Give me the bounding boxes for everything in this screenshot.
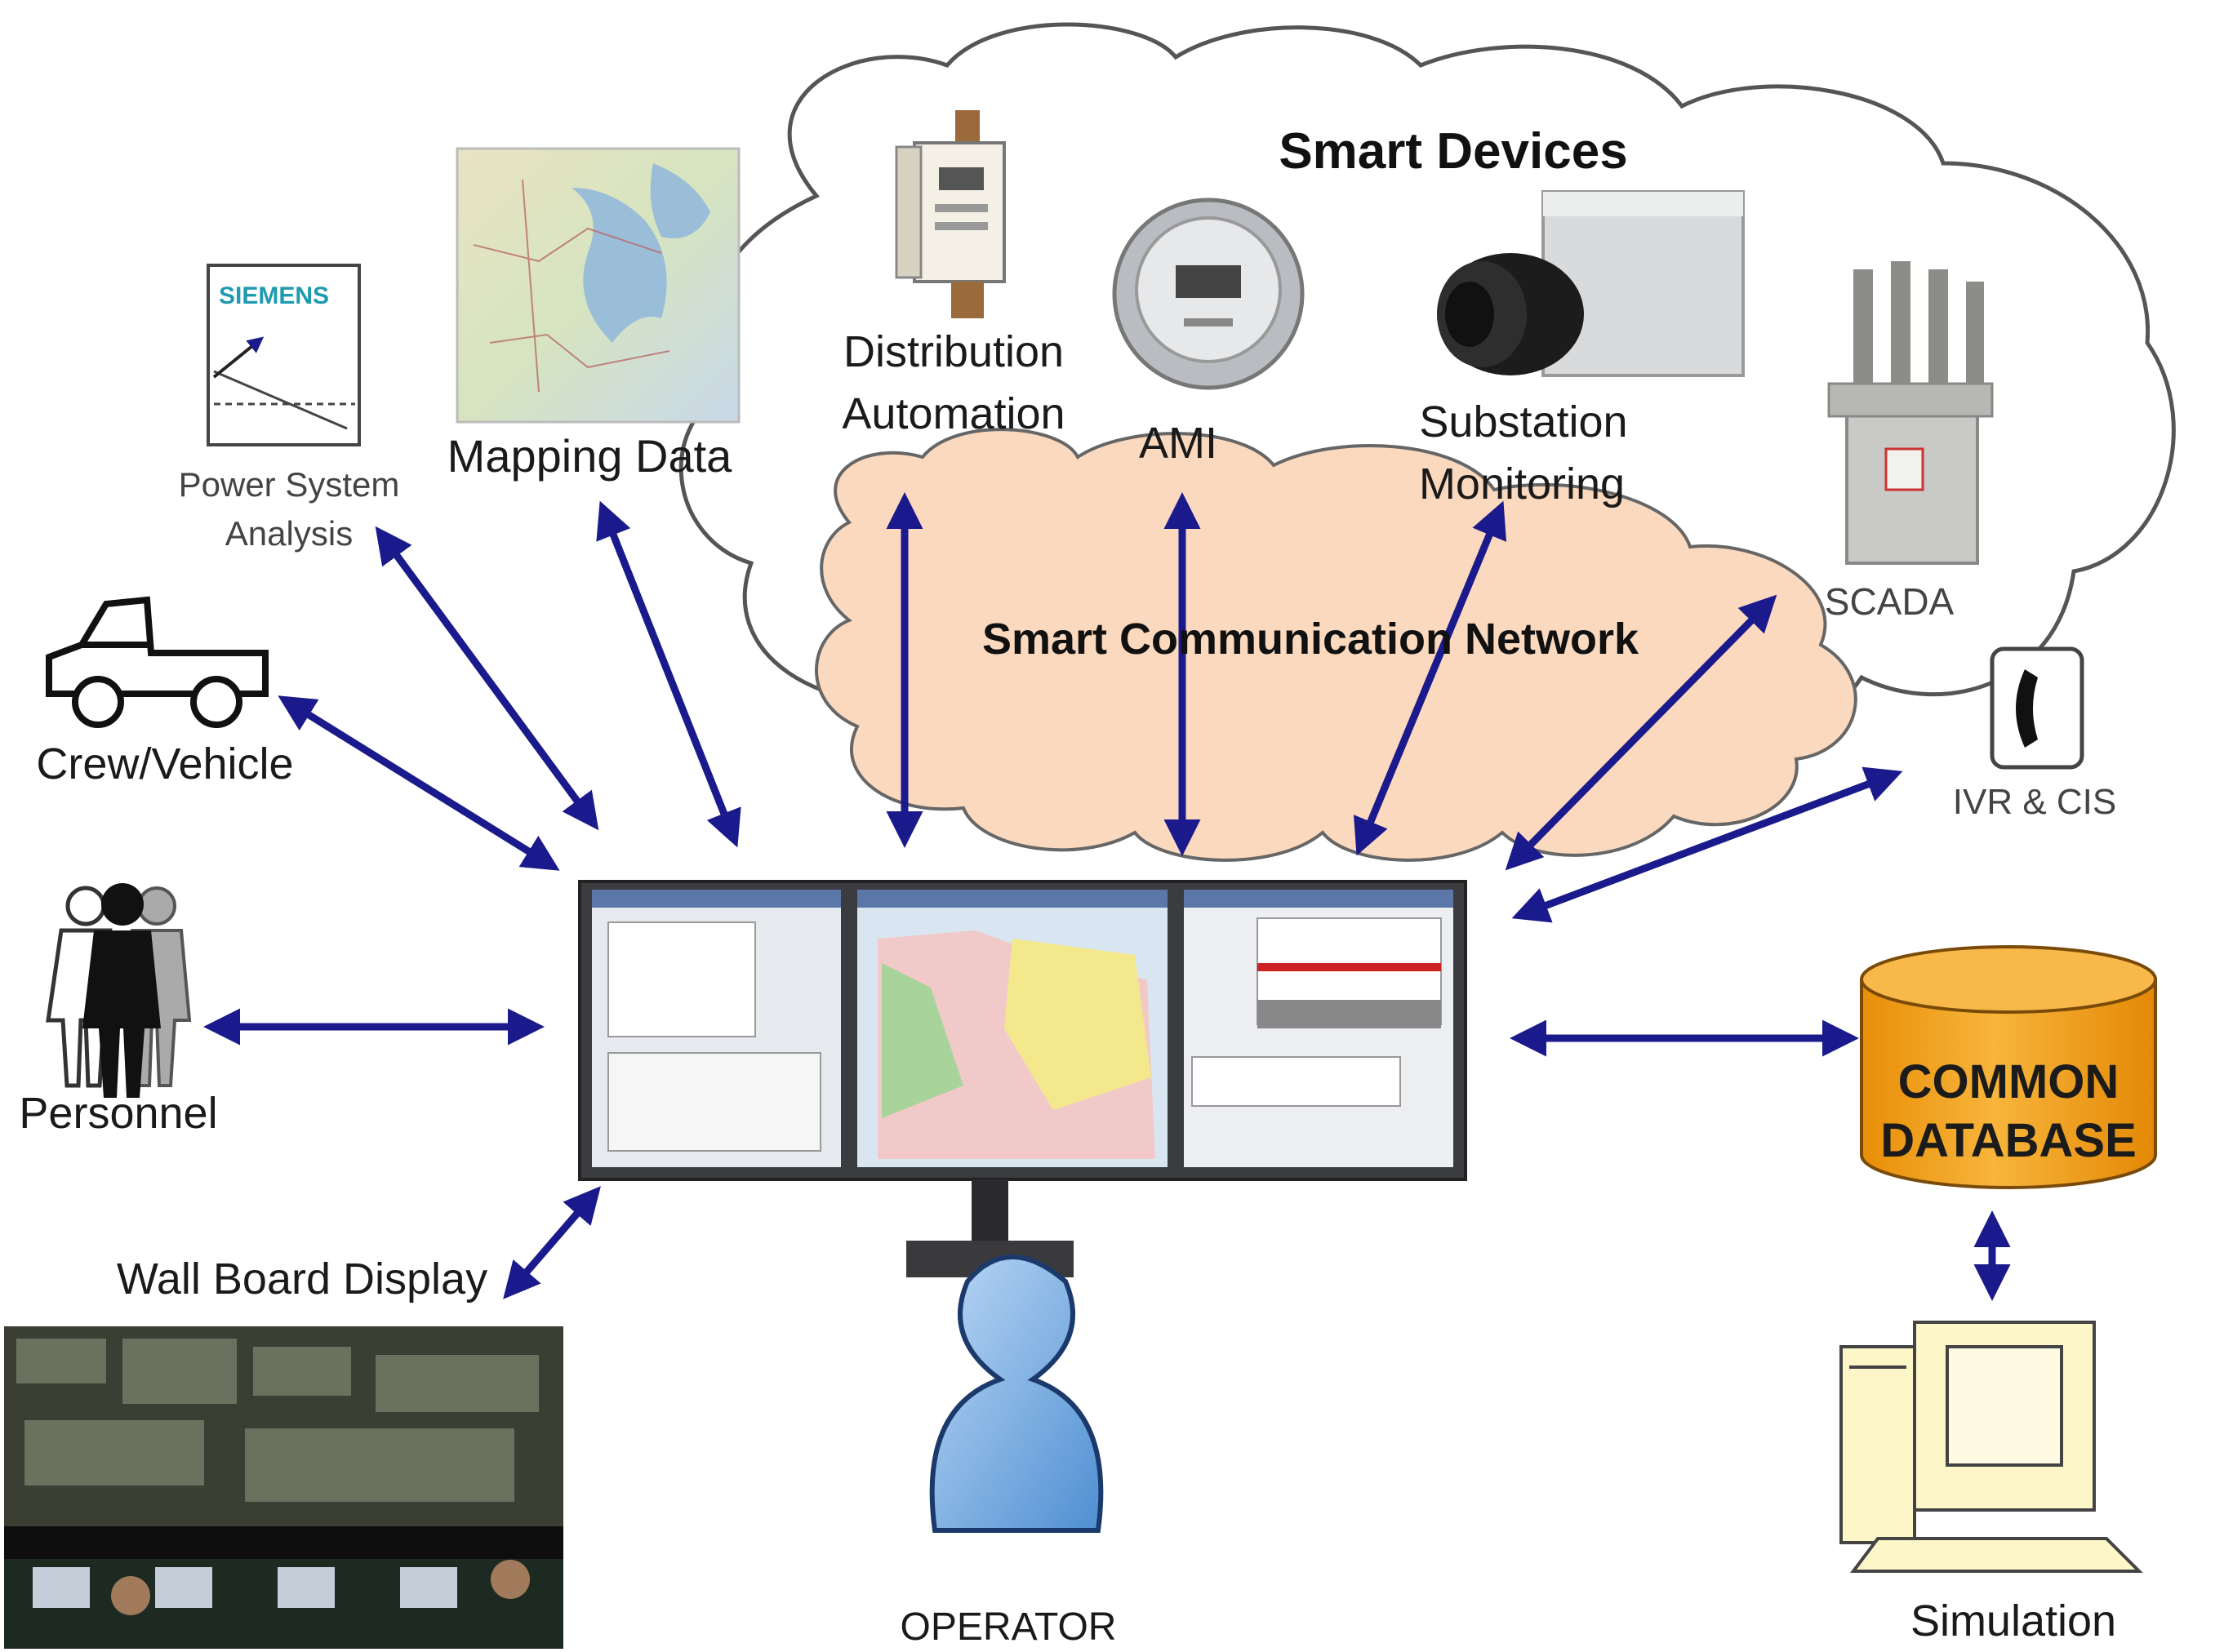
substation-label-line2: Monitoring	[1418, 460, 1626, 508]
arrow-wall-board	[503, 1186, 601, 1299]
common-database-label-line1: COMMON	[1897, 1055, 2119, 1108]
distribution-automation-label-line2: Automation	[842, 389, 1065, 438]
truck-icon	[46, 596, 269, 728]
common-database-label: COMMON DATABASE	[1861, 1053, 2155, 1170]
camera-icon	[1437, 190, 1745, 377]
phone-icon	[1990, 646, 2084, 770]
wall-board-label: Wall Board Display	[116, 1255, 488, 1303]
recloser-icon	[1827, 261, 1994, 565]
siemens-chart-icon	[207, 264, 361, 446]
meter-icon	[1112, 198, 1305, 390]
common-database-label-line2: DATABASE	[1880, 1114, 2137, 1167]
connection-arrows	[203, 492, 2011, 1301]
operator-label: OPERATOR	[900, 1605, 1117, 1649]
power-system-label-line2: Analysis	[225, 514, 354, 553]
ami-label: AMI	[1138, 419, 1218, 468]
map-icon	[456, 147, 741, 424]
scada-label: SCADA	[1824, 580, 1955, 623]
arrow-mapping	[596, 500, 741, 848]
crew-vehicle-label: Crew/Vehicle	[36, 739, 294, 788]
substation-label-line1: Substation	[1419, 397, 1628, 446]
personnel-label: Personnel	[19, 1089, 218, 1138]
arrow-ivr	[1511, 766, 1903, 923]
distribution-automation-label-line1: Distribution	[843, 327, 1065, 376]
distribution-box-icon	[895, 110, 1006, 318]
arrow-crew	[278, 695, 560, 871]
computer-icon	[1839, 1321, 2143, 1573]
personnel-icon	[46, 883, 192, 1098]
smart-devices-title: Smart Devices	[1279, 123, 1628, 180]
database-icon	[1860, 945, 2157, 1189]
ivr-cis-label: IVR & CIS	[1952, 782, 2117, 822]
control-room-photo	[4, 1326, 563, 1649]
operator-icon	[929, 1255, 1104, 1533]
power-system-label-line1: Power System	[178, 465, 400, 504]
arrow-substation	[1353, 500, 1507, 856]
smart-network-title: Smart Communication Network	[981, 615, 1639, 664]
monitor-icon	[578, 880, 1467, 1277]
siemens-logo-text: SIEMENS	[219, 282, 329, 309]
mapping-data-label: Mapping Data	[447, 430, 732, 482]
simulation-label: Simulation	[1910, 1596, 2117, 1645]
